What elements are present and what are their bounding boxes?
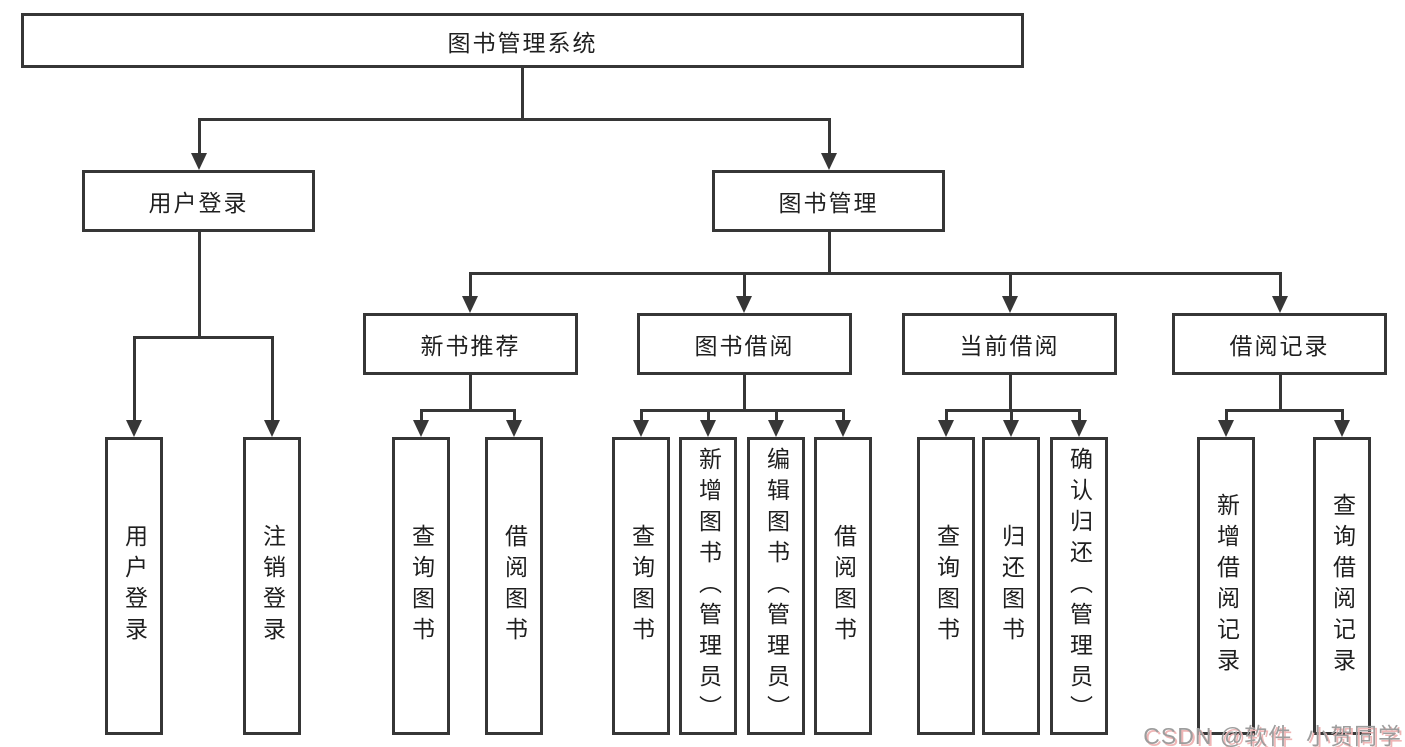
connector-line: [842, 409, 845, 423]
node-logout: 注销登录: [243, 437, 301, 735]
node-query-books-recommend: 查询图书: [392, 437, 450, 735]
connector-line: [133, 336, 274, 339]
connector-line: [420, 409, 423, 423]
arrow-down-icon: [462, 296, 478, 313]
arrow-down-icon: [700, 420, 716, 437]
arrow-down-icon: [191, 153, 207, 170]
node-add-borrow-record: 新增借阅记录: [1197, 437, 1255, 735]
node-borrowing-records: 借阅记录: [1172, 313, 1387, 375]
node-borrow-books-recommend: 借阅图书: [485, 437, 543, 735]
leaf-label: 借阅图书: [830, 524, 857, 648]
leaf-label: 查询图书: [408, 524, 435, 648]
arrow-down-icon: [413, 420, 429, 437]
connector-line: [1341, 409, 1344, 423]
connector-line: [1279, 375, 1282, 412]
arrow-down-icon: [1071, 420, 1087, 437]
connector-line: [1009, 375, 1012, 412]
leaf-label: 用户登录: [121, 524, 148, 648]
leaf-label: 查询图书: [933, 524, 960, 648]
node-query-books-current: 查询图书: [917, 437, 975, 735]
connector-line: [469, 272, 472, 298]
connector-line: [1009, 272, 1012, 298]
arrow-down-icon: [835, 420, 851, 437]
connector-line: [640, 409, 845, 412]
connector-line: [743, 272, 746, 298]
node-book-borrowing: 图书借阅: [637, 313, 852, 375]
arrow-down-icon: [506, 420, 522, 437]
leaf-label: 查询图书: [628, 524, 655, 648]
connector-line: [133, 336, 136, 421]
arrow-down-icon: [1218, 420, 1234, 437]
node-user-login-leaf: 用户登录: [105, 437, 163, 735]
arrow-down-icon: [126, 420, 142, 437]
node-edit-books-admin: 编辑图书（管理员）: [747, 437, 805, 735]
node-new-book-recommendation: 新书推荐: [363, 313, 578, 375]
connector-line: [1010, 409, 1013, 423]
leaf-label: 归还图书: [998, 524, 1025, 648]
connector-line: [420, 409, 516, 412]
arrow-down-icon: [1272, 296, 1288, 313]
leaf-label: 新增借阅记录: [1213, 493, 1240, 679]
node-book-management: 图书管理: [712, 170, 945, 232]
arrow-down-icon: [938, 420, 954, 437]
connector-line: [945, 409, 948, 423]
node-current-borrowing: 当前借阅: [902, 313, 1117, 375]
arrow-down-icon: [1003, 420, 1019, 437]
arrow-down-icon: [1002, 296, 1018, 313]
leaf-label: 查询借阅记录: [1329, 493, 1356, 679]
arrow-down-icon: [633, 420, 649, 437]
connector-line: [828, 118, 831, 156]
leaf-label: 注销登录: [259, 524, 286, 648]
arrow-down-icon: [264, 420, 280, 437]
arrow-down-icon: [736, 296, 752, 313]
connector-line: [1225, 409, 1344, 412]
node-borrow-books-borrowing: 借阅图书: [814, 437, 872, 735]
connector-line: [1279, 272, 1282, 298]
node-query-borrow-record: 查询借阅记录: [1313, 437, 1371, 735]
watermark: CSDN @软件_小贺同学: [1143, 723, 1402, 747]
node-user-login: 用户登录: [82, 170, 315, 232]
connector-line: [469, 272, 1282, 275]
leaf-label: 编辑图书（管理员）: [763, 446, 790, 726]
arrow-down-icon: [768, 420, 784, 437]
connector-line: [271, 336, 274, 421]
node-add-books-admin: 新增图书（管理员）: [679, 437, 737, 735]
connector-line: [707, 409, 710, 423]
connector-line: [198, 232, 201, 339]
node-confirm-return-admin: 确认归还（管理员）: [1050, 437, 1108, 735]
connector-line: [1225, 409, 1228, 423]
arrow-down-icon: [1334, 420, 1350, 437]
connector-line: [513, 409, 516, 423]
leaf-label: 新增图书（管理员）: [695, 446, 722, 726]
connector-line: [743, 375, 746, 412]
arrow-down-icon: [821, 153, 837, 170]
node-root: 图书管理系统: [21, 13, 1024, 68]
connector-line: [828, 232, 831, 272]
leaf-label: 借阅图书: [501, 524, 528, 648]
leaf-label: 确认归还（管理员）: [1066, 446, 1093, 726]
node-query-books-borrowing: 查询图书: [612, 437, 670, 735]
connector-line: [640, 409, 643, 423]
connector-line: [469, 375, 472, 412]
connector-line: [521, 68, 524, 120]
connector-line: [945, 409, 1081, 412]
node-return-books: 归还图书: [982, 437, 1040, 735]
connector-line: [1078, 409, 1081, 423]
connector-line: [198, 118, 831, 121]
connector-line: [198, 118, 201, 156]
connector-line: [775, 409, 778, 423]
